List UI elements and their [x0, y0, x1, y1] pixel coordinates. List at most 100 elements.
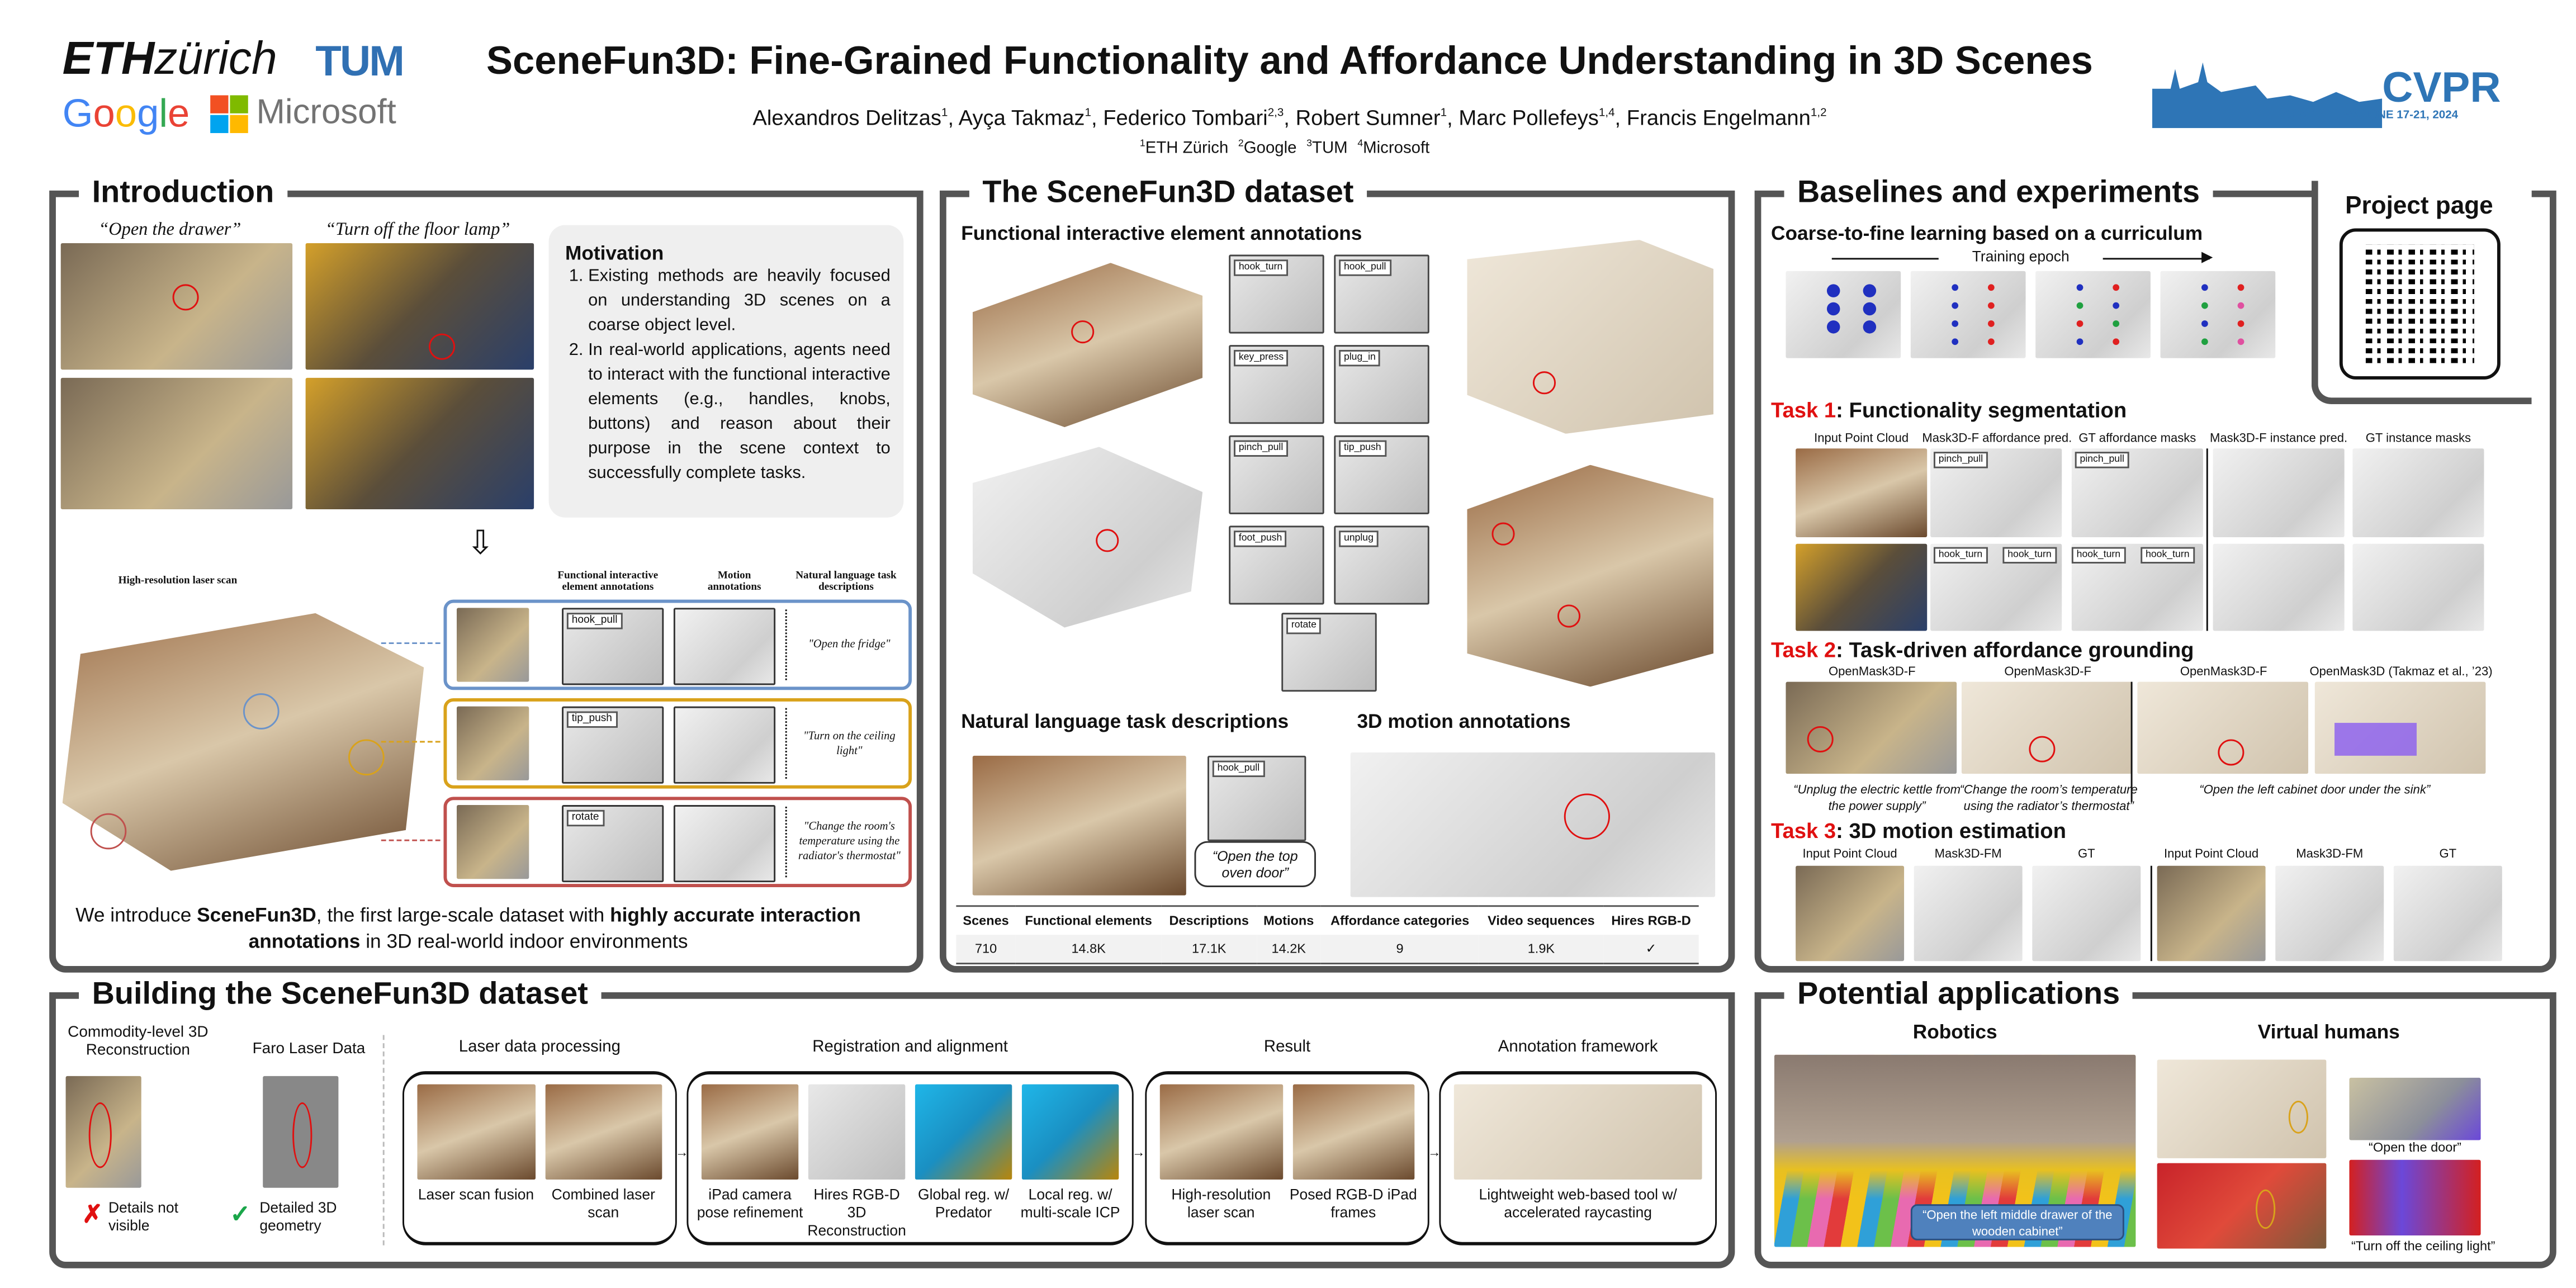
stage-image: [1159, 1084, 1282, 1180]
mask-dot: [2237, 338, 2244, 345]
compare-label: Details not visible: [108, 1199, 178, 1234]
column-label: GT: [2439, 846, 2457, 861]
column-label: OpenMask3D (Takmaz et al., ’23): [2309, 664, 2493, 679]
affiliation-name: Microsoft: [1363, 140, 1430, 159]
predicted-mask: [2334, 723, 2417, 756]
table-header: Descriptions: [1169, 913, 1249, 929]
subsection-heading: Natural language task descriptions: [961, 709, 1289, 733]
author-affiliation: 1: [1440, 107, 1447, 120]
task1-heading: Task 1: Functionality segmentation: [1771, 397, 2127, 423]
subsection-heading: 3D motion annotations: [1357, 709, 1571, 733]
author-affiliation: 1: [1085, 107, 1091, 120]
mask-dot: [2113, 302, 2120, 309]
column-label: Input Point Cloud: [1802, 846, 1897, 861]
annotation-row: [443, 698, 912, 789]
mask-dot: [2076, 338, 2083, 345]
table-header: Video sequences: [1488, 913, 1595, 929]
curriculum-image: [1910, 271, 2026, 358]
stage-title: Laser data processing: [458, 1038, 621, 1057]
table-cell: 710: [974, 941, 997, 956]
column-label: Input Point Cloud: [2164, 846, 2259, 861]
affiliation-name: TUM: [1311, 140, 1348, 159]
photo-caption: “Open the drawer”: [98, 220, 242, 240]
tum-logo: TUM: [315, 36, 405, 86]
motion-estimation-image: [1914, 865, 2023, 962]
element-tile: key_press: [1229, 345, 1324, 424]
element-tile: hook_turn: [1229, 254, 1324, 334]
column-header: Motion annotations: [707, 570, 761, 593]
project-page-label: Project page: [2345, 192, 2493, 220]
intro-summary: We introduce SceneFun3D, the first large…: [75, 903, 861, 953]
task2-heading: Task 2: Task-driven affordance grounding: [1771, 637, 2194, 662]
affiliation-number: 4: [1357, 139, 1363, 150]
stage-image: [808, 1084, 906, 1180]
motion-estimation-image: [2157, 865, 2266, 962]
project-page-qr-code[interactable]: [2339, 228, 2501, 380]
author-name: Francis Engelmann: [1626, 105, 1811, 130]
mask-dot: [2237, 302, 2244, 309]
stage-item-label: Local reg. w/ multi-scale ICP: [1020, 1186, 1120, 1221]
compare-label: Detailed 3D geometry: [259, 1199, 337, 1234]
mask-dot: [1826, 284, 1840, 297]
affordance-tag: foot_push: [1234, 531, 1287, 547]
stage-box: [686, 1071, 1134, 1246]
scan-label: High-resolution laser scan: [118, 575, 238, 587]
stage-image: [701, 1084, 799, 1180]
column-label: Input Point Cloud: [1814, 430, 1909, 446]
mask-dot: [2201, 320, 2208, 327]
stage-item-label: Hires RGB-D 3D Reconstruction: [807, 1186, 906, 1239]
mask-dot: [2076, 302, 2083, 309]
author-affiliation: 1,2: [1810, 107, 1827, 120]
down-arrow-icon: ⇩: [466, 525, 494, 562]
motion-estimation-image: [2032, 865, 2141, 962]
stage-item-label: iPad camera pose refinement: [697, 1186, 803, 1221]
mask-dot: [2201, 338, 2208, 345]
affordance-tag: tip_push: [1339, 440, 1386, 457]
motion-estimation-image: [2393, 865, 2502, 962]
segmentation-image: [1796, 543, 1928, 631]
rgb-image: [456, 706, 529, 780]
stage-image: [417, 1084, 535, 1180]
motion-estimation-image: [2275, 865, 2384, 962]
curriculum-image: [1786, 271, 1901, 358]
author-name: Alexandros Delitzas: [752, 105, 942, 130]
subsection-heading: Functional interactive element annotatio…: [961, 221, 1362, 245]
affordance-tag: hook_turn: [1234, 259, 1288, 276]
mask-dot: [2201, 284, 2208, 291]
author-name: Marc Pollefeys: [1459, 105, 1599, 130]
annotation-row: [443, 797, 912, 887]
stage-title: Annotation framework: [1498, 1038, 1658, 1057]
segmentation-image: [2213, 448, 2345, 537]
virtual-humans-heading: Virtual humans: [2257, 1020, 2400, 1044]
subsection-heading: Coarse-to-fine learning based on a curri…: [1771, 221, 2203, 245]
affiliation-name: Google: [1243, 140, 1297, 159]
author-list: Alexandros Delitzas1, Ayça Takmaz1, Fede…: [752, 105, 1827, 130]
mask-dot: [1987, 284, 1995, 291]
divider: [2150, 865, 2152, 962]
element-tile: foot_push: [1229, 525, 1324, 605]
connector-arrow: [381, 642, 441, 645]
virtual-human-closeup: [2349, 1077, 2481, 1140]
affiliation-number: 3: [1306, 139, 1312, 150]
microsoft-logo: Microsoft: [210, 94, 396, 134]
google-logo: Google: [62, 92, 190, 136]
mask-dot: [2076, 284, 2083, 291]
element-tile: rotate: [1281, 613, 1377, 692]
section-title: Introduction: [79, 174, 287, 214]
segmentation-image: [1796, 448, 1928, 537]
motion-estimation-image: [1796, 865, 1905, 962]
column-label: Mask3D-FM: [1934, 846, 2002, 861]
arrow-right-icon: →: [1131, 1145, 1145, 1160]
column-label: OpenMask3D-F: [2004, 664, 2092, 679]
column-label: OpenMask3D-F: [1828, 664, 1916, 679]
author-affiliation: 1,4: [1598, 107, 1615, 120]
affordance-tag: key_press: [1234, 349, 1289, 367]
stage-item-label: Laser scan fusion: [418, 1186, 534, 1203]
commodity-reconstruction-image: [65, 1076, 141, 1188]
column-label: GT instance masks: [2365, 430, 2471, 446]
mask-dot: [1952, 302, 1959, 309]
table-cell: 14.8K: [1071, 941, 1106, 956]
motivation-item: Existing methods are heavily focused on …: [588, 264, 891, 338]
